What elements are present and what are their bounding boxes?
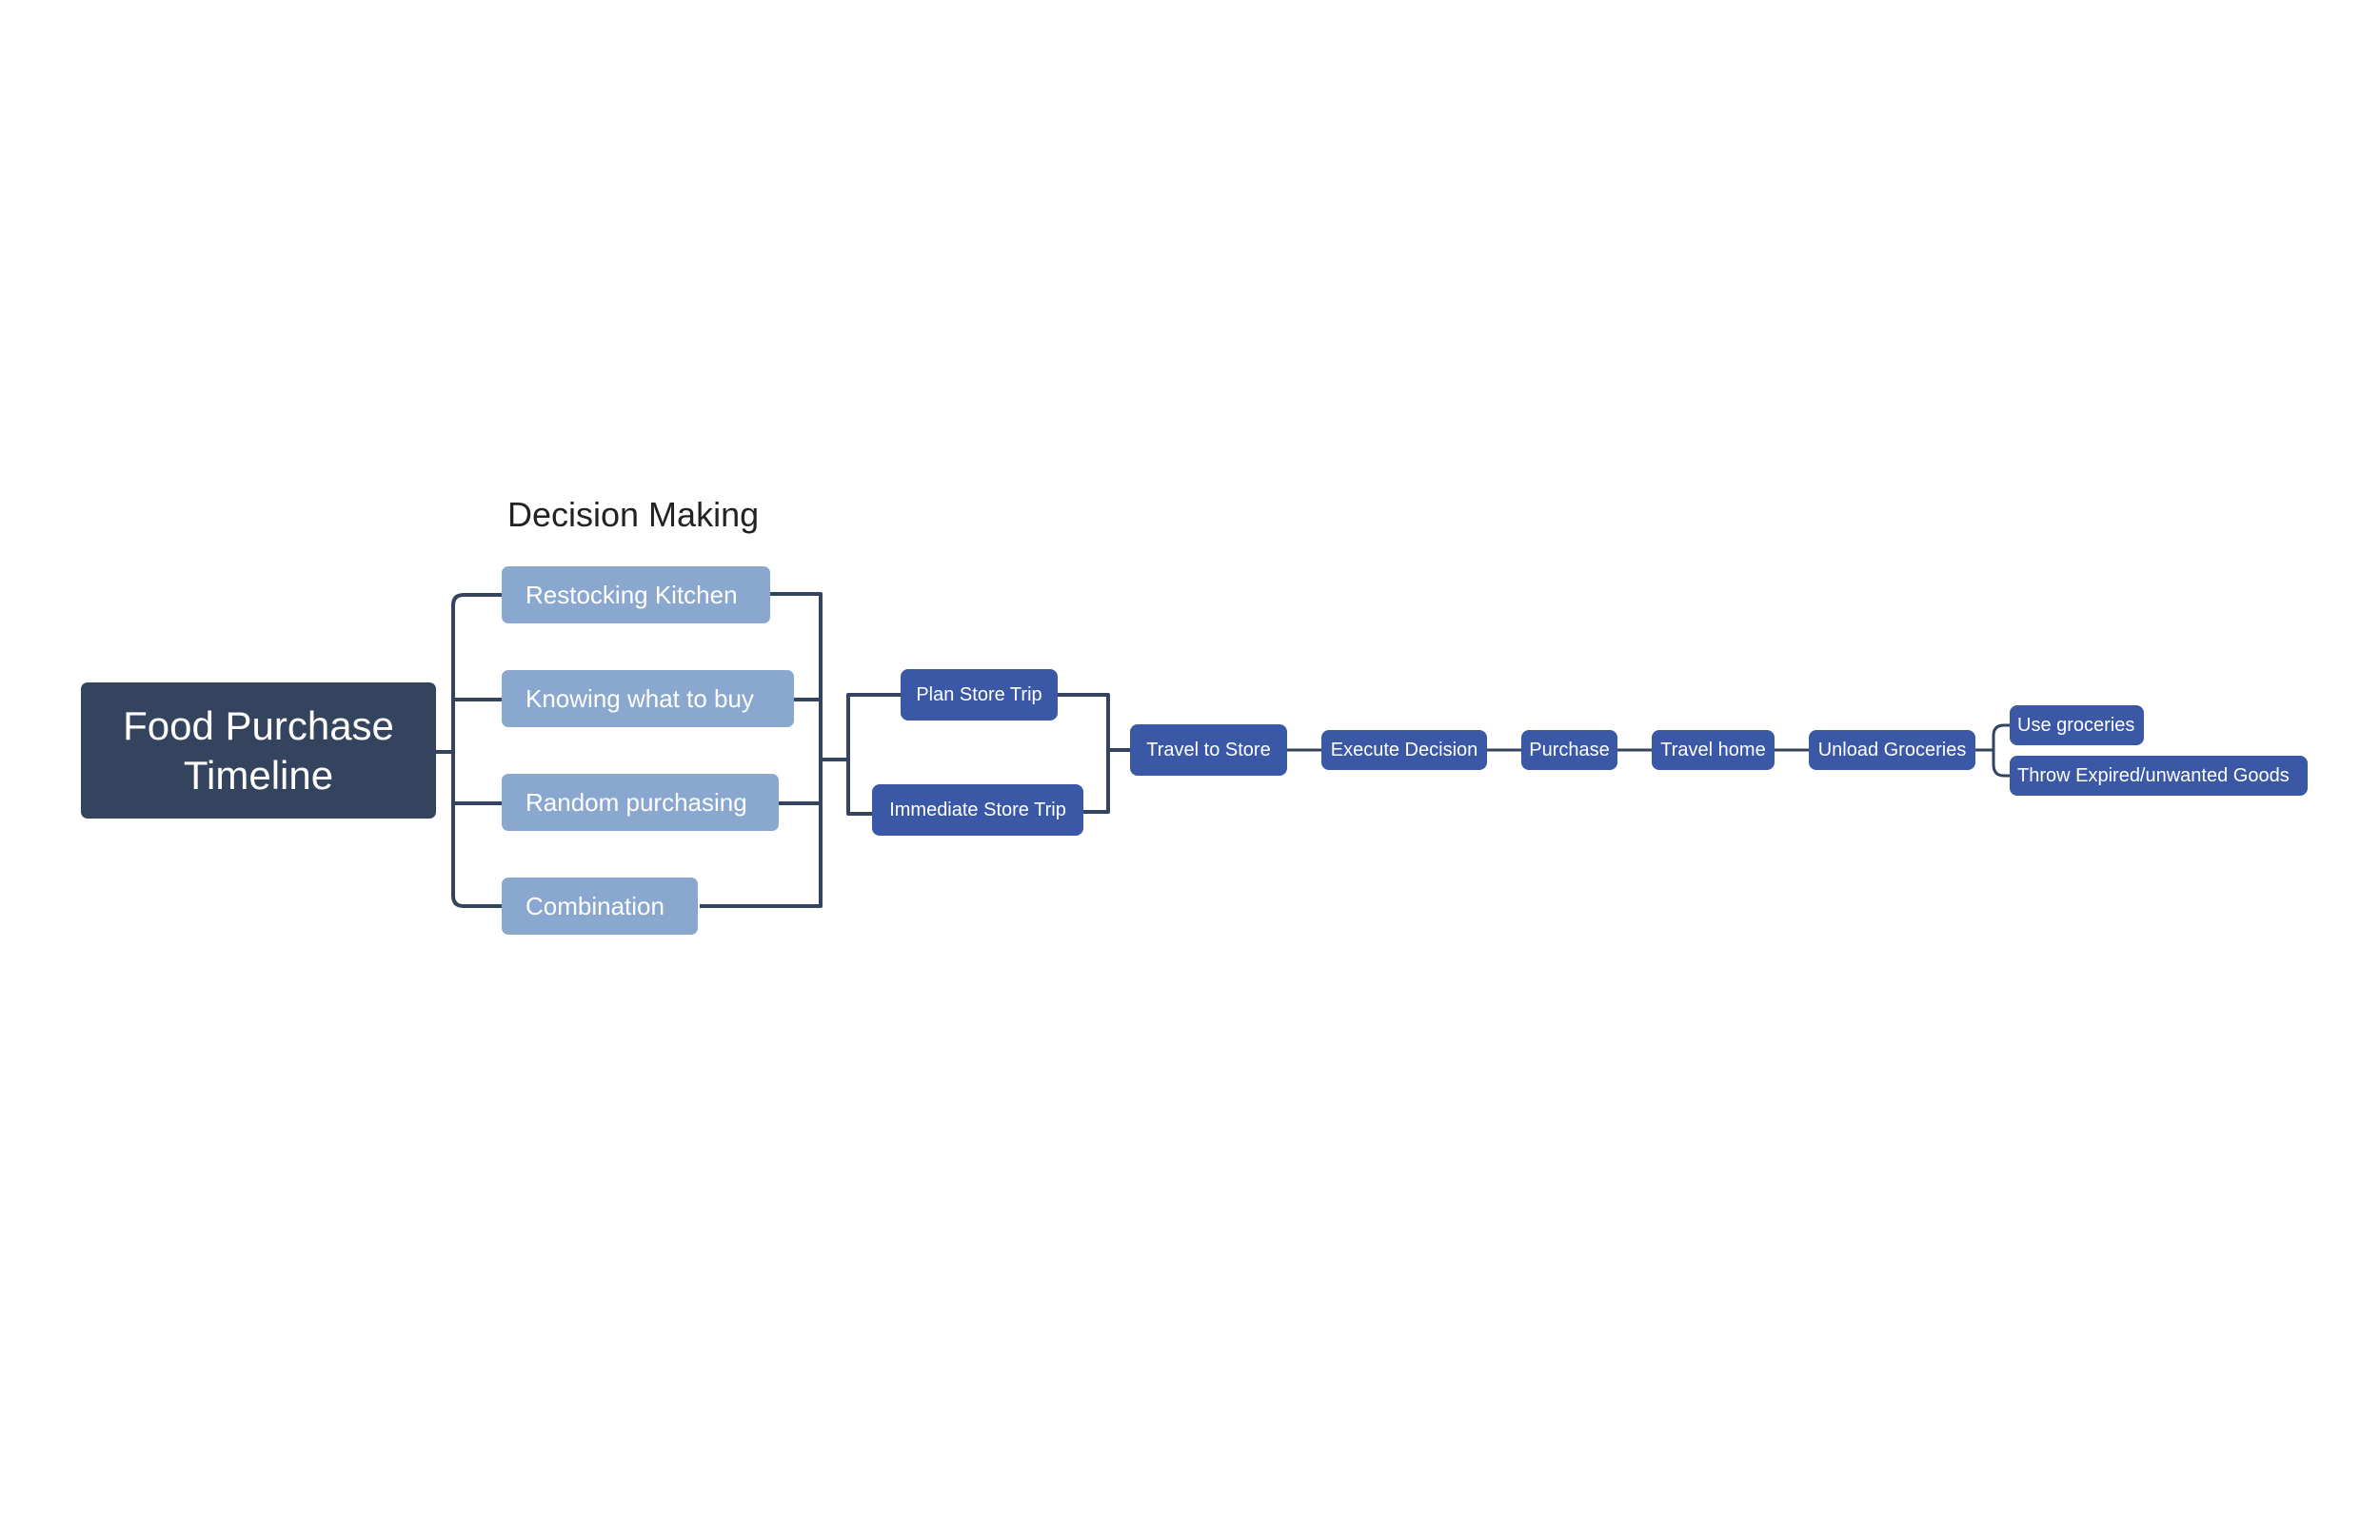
step-node-label: Travel home [1660,739,1766,760]
decision-node-random-purchasing: Random purchasing [502,774,779,831]
decision-making-heading: Decision Making [507,495,760,534]
decision-node-label: Knowing what to buy [526,683,754,713]
step-node-label: Purchase [1529,739,1610,760]
step-node-execute-decision: Execute Decision [1321,730,1487,770]
connector-decisions-right-bracket [700,592,848,908]
step-node-purchase: Purchase [1521,730,1617,770]
decision-node-label: Combination [526,891,664,920]
outcome-node-throw-expired-unwanted-goods: Throw Expired/unwanted Goods [2010,756,2308,796]
step-node-label: Unload Groceries [1817,739,1967,760]
decision-node-knowing-what-to-buy: Knowing what to buy [502,670,794,727]
connector-outcome-bracket [1992,723,2011,778]
step-node-travel-home: Travel home [1652,730,1775,770]
connector-decisions-bracket [451,593,503,908]
root-node-label: Food Purchase Timeline [123,702,394,798]
decision-node-label: Restocking Kitchen [526,580,738,609]
connector-trip-bracket [846,693,902,816]
outcome-node-label: Throw Expired/unwanted Goods [2017,764,2290,786]
trip-node-label: Immediate Store Trip [889,799,1066,820]
step-node-unload-groceries: Unload Groceries [1809,730,1975,770]
decision-node-combination: Combination [502,878,698,935]
trip-node-plan-store-trip: Plan Store Trip [901,669,1058,721]
trip-node-immediate-store-trip: Immediate Store Trip [872,784,1083,836]
step-node-label: Travel to Store [1146,739,1271,760]
step-node-travel-to-store: Travel to Store [1130,724,1287,776]
connector-trip-right-bracket [1058,693,1131,814]
trip-node-label: Plan Store Trip [916,683,1042,705]
step-node-label: Execute Decision [1330,739,1478,760]
decision-node-label: Random purchasing [526,787,747,817]
root-node-food-purchase-timeline: Food Purchase Timeline [81,682,436,819]
outcome-node-use-groceries: Use groceries [2010,705,2144,745]
decision-node-restocking-kitchen: Restocking Kitchen [502,566,770,623]
outcome-node-label: Use groceries [2017,714,2135,736]
